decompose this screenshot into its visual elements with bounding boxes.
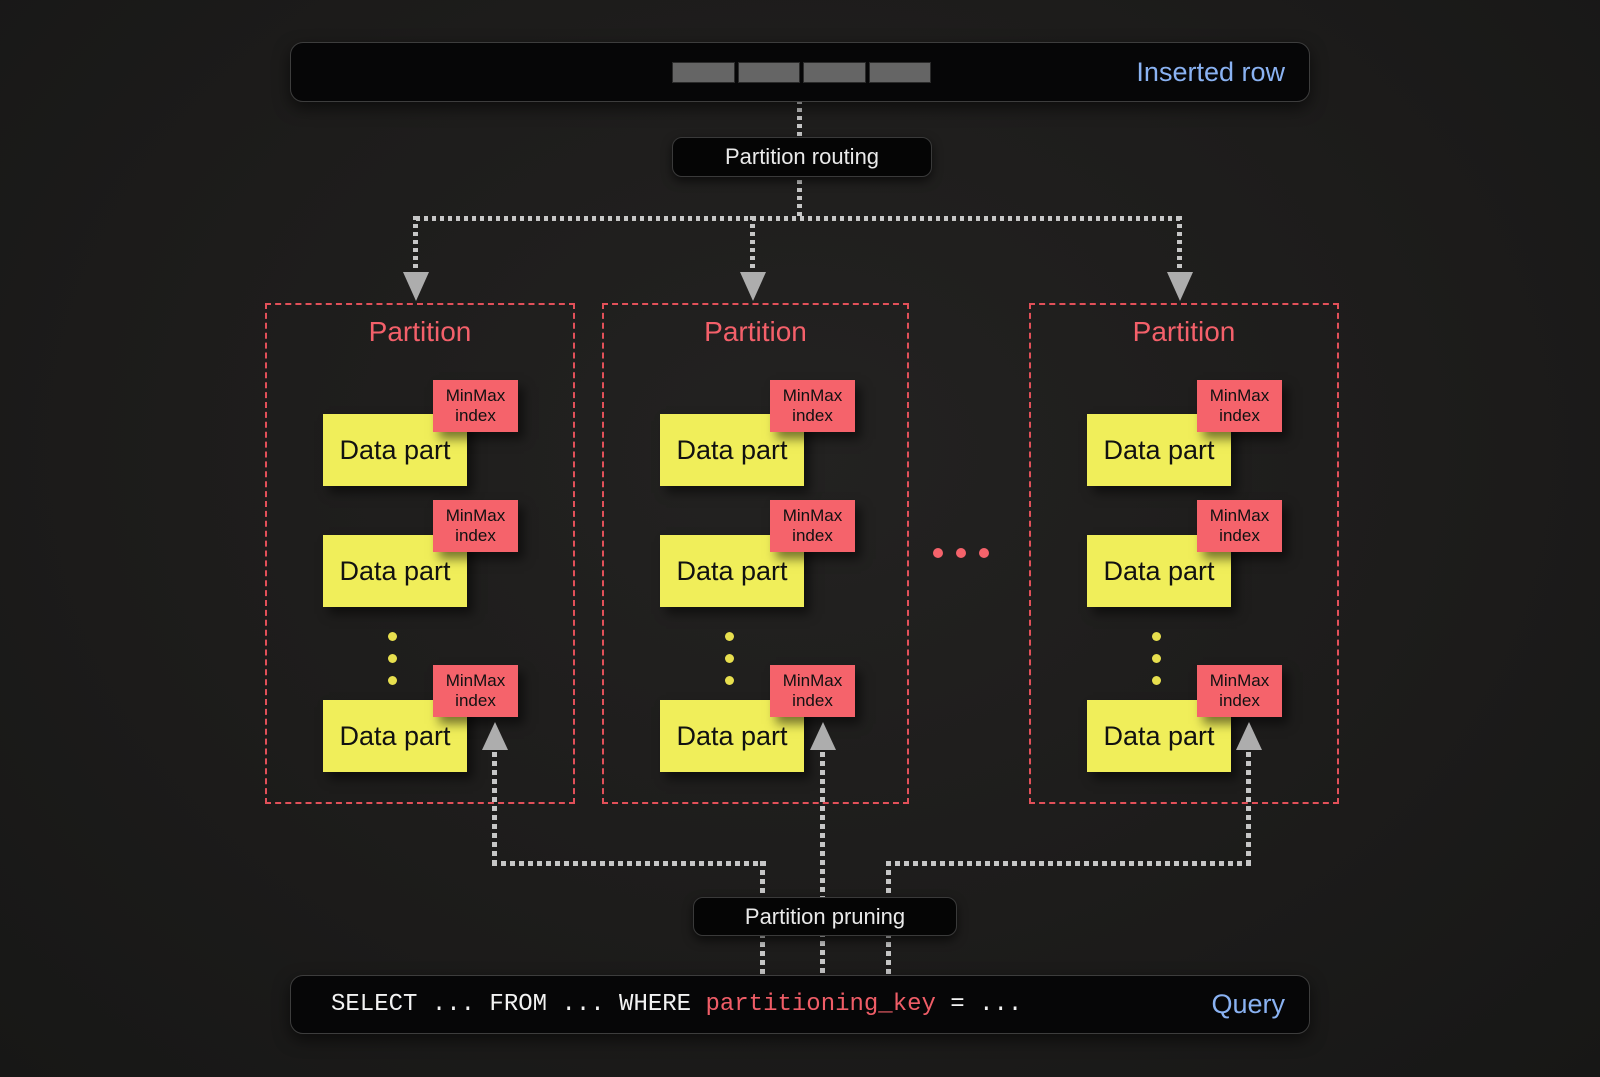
query-box: SELECT ... FROM ... WHERE partitioning_k… [290, 975, 1310, 1034]
minmax-index-tag: MinMax index [433, 665, 518, 717]
data-part-box: Data part [1087, 414, 1231, 486]
minmax-index-tag: MinMax index [1197, 380, 1282, 432]
query-label: Query [1211, 989, 1285, 1019]
pruning-horizontal-right [886, 861, 1251, 866]
arrow-up-icon [1236, 722, 1262, 750]
branch-horizontal-line [416, 216, 1182, 221]
partition-box-3: Partition MinMax index Data part MinMax … [1029, 303, 1339, 804]
inserted-row-label: Inserted row [1136, 56, 1285, 87]
minmax-index-tag: MinMax index [770, 500, 855, 552]
branch-drop-center [750, 216, 755, 274]
minmax-index-tag: MinMax index [770, 665, 855, 717]
row-segment [737, 62, 800, 83]
minmax-index-tag: MinMax index [433, 500, 518, 552]
more-parts-ellipsis [388, 632, 397, 685]
minmax-index-tag: MinMax index [1197, 500, 1282, 552]
pruning-horizontal-left [492, 861, 766, 866]
partition-routing-label: Partition routing [724, 144, 880, 169]
row-segment [803, 62, 866, 83]
partition-box-2: Partition MinMax index Data part MinMax … [602, 303, 909, 804]
pruning-line-left-up [492, 752, 497, 866]
more-parts-ellipsis [725, 632, 734, 685]
partition-box-1: Partition MinMax index Data part MinMax … [265, 303, 575, 804]
pruning-line-center [820, 752, 825, 975]
arrow-up-icon [810, 722, 836, 750]
partition-title: Partition [704, 316, 807, 347]
partition-pruning-label: Partition pruning [744, 903, 906, 929]
partition-title: Partition [368, 316, 472, 347]
arrow-up-icon [482, 722, 508, 750]
arrow-down-icon [1167, 272, 1193, 301]
pruning-line-right-up [1246, 752, 1251, 866]
more-parts-ellipsis [1152, 632, 1161, 685]
partitioning-key-token: partitioning_key [705, 991, 936, 1018]
inserted-row-box: Inserted row [290, 42, 1310, 102]
data-part-box: Data part [323, 700, 467, 772]
partition-pruning-pill: Partition pruning [693, 897, 957, 936]
arrow-down-icon [740, 272, 766, 301]
partition-routing-pill: Partition routing [672, 137, 932, 177]
row-segments-bar [672, 62, 931, 83]
branch-drop-right [1177, 216, 1182, 274]
sql-text: SELECT ... FROM ... WHERE partitioning_k… [331, 991, 1023, 1018]
minmax-index-tag: MinMax index [770, 380, 855, 432]
branch-drop-left [413, 216, 418, 274]
minmax-index-tag: MinMax index [1197, 665, 1282, 717]
more-partitions-ellipsis [933, 548, 989, 558]
partition-title: Partition [1132, 316, 1236, 347]
arrow-down-icon [403, 272, 429, 301]
minmax-index-tag: MinMax index [433, 380, 518, 432]
row-segment [672, 62, 735, 83]
row-segment [868, 62, 931, 83]
